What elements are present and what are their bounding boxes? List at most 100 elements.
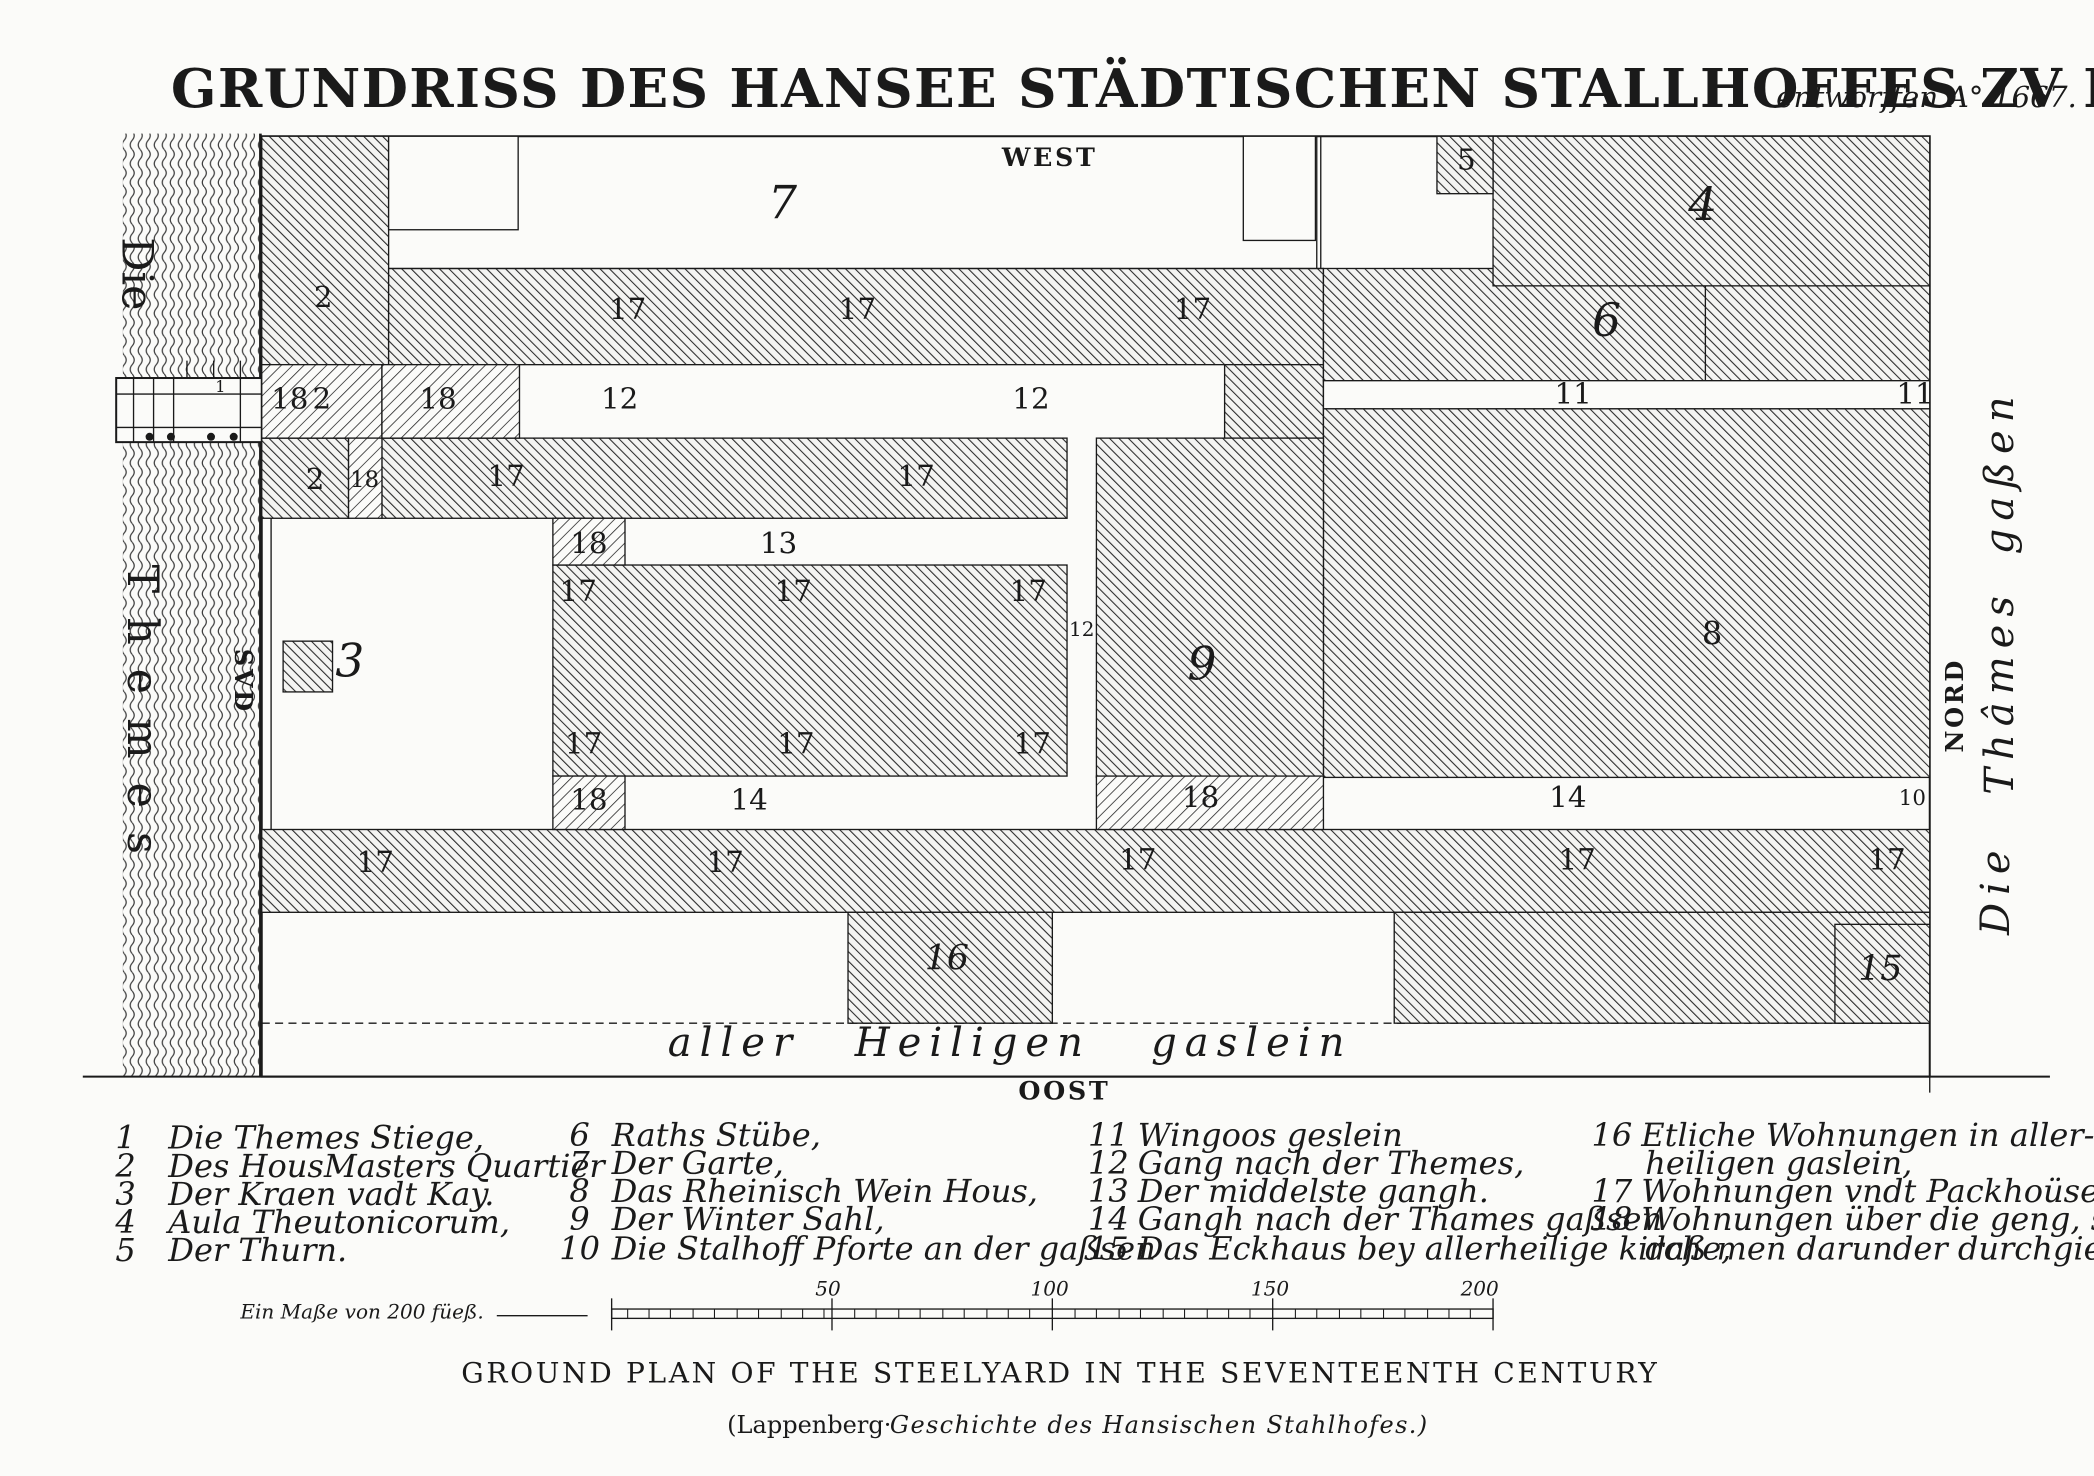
- title-sub: entworffen A° 1667.: [1776, 80, 2077, 114]
- scale-tick-200: 200: [1460, 1277, 1499, 1301]
- scale-tick-50: 50: [815, 1277, 841, 1301]
- legend-text: Der Winter Sahl,: [611, 1200, 885, 1238]
- legend-num: 17: [1592, 1172, 1633, 1210]
- scale-tick-100: 100: [1031, 1277, 1069, 1301]
- scale-bar: Ein Maße von 200 füeß. 50 100 150 200: [239, 1277, 1499, 1331]
- label-12: 12: [1069, 617, 1094, 641]
- label-18: 18: [350, 467, 379, 493]
- east-street-die: Die: [1973, 842, 2019, 936]
- source-prefix: (Lappenberg·: [727, 1411, 891, 1439]
- legend-num: 2: [114, 1147, 135, 1185]
- label-17: 17: [1174, 292, 1211, 326]
- legend-num: 6: [569, 1116, 589, 1154]
- buildings: [261, 135, 1931, 1024]
- east-street-gassen: gaßen: [1977, 388, 2023, 554]
- legend: 1 Die Themes Stiege, 2 Des HousMasters Q…: [114, 1116, 2094, 1269]
- legend-col-3: 11 Wingoos geslein 12 Gang nach der Them…: [1088, 1116, 1731, 1268]
- plan-numbers: 2 2 2 3 4 5 6 7 8 9 10 11 11 12 12 12 13…: [271, 143, 1934, 989]
- legend-col-2: 6 Raths Stübe, 7 Der Garte, 8 Das Rheini…: [559, 1116, 1156, 1268]
- legend-text: Der Kraen vadt Kay.: [167, 1175, 494, 1213]
- label-1: 1: [215, 377, 225, 396]
- dir-south: SVD: [229, 649, 258, 714]
- label-17: 17: [777, 726, 814, 760]
- label-16: 16: [925, 938, 969, 978]
- label-11: 11: [1554, 376, 1591, 410]
- legend-text: Wohnungen vndt Packhoüser,: [1641, 1172, 2094, 1210]
- label-18: 18: [1182, 780, 1219, 814]
- legend-text: Wohnungen über die geng, so: [1641, 1200, 2094, 1238]
- label-18: 18: [570, 526, 607, 560]
- block-5: [1436, 135, 1494, 195]
- block-18-e: [552, 775, 626, 831]
- block-2-top: [261, 135, 390, 366]
- garden-bed-right: [1242, 135, 1317, 242]
- east-street-thames: Thâmes: [1977, 588, 2023, 795]
- legend-num: 16: [1592, 1116, 1633, 1154]
- label-17: 17: [1558, 843, 1595, 877]
- legend-num: 10: [559, 1230, 600, 1268]
- label-14: 14: [730, 782, 767, 816]
- legend-text: Das Rheinisch Wein Hous,: [611, 1172, 1038, 1210]
- south-lane-heiligen: Heiligen: [854, 1020, 1091, 1066]
- label-3: 3: [335, 635, 364, 688]
- legend-text: Der middelste gangh.: [1137, 1172, 1489, 1210]
- block-18-d: [552, 517, 626, 566]
- legend-text: heiligen gaslein,: [1645, 1144, 1912, 1182]
- block-16: [847, 911, 1054, 1024]
- block-18-f: [1095, 775, 1325, 831]
- legend-num: 3: [115, 1175, 135, 1213]
- label-9: 9: [1187, 637, 1216, 690]
- label-17: 17: [1868, 843, 1905, 877]
- legend-text: Das Eckhaus bey allerheilige kirche,: [1137, 1230, 1732, 1268]
- label-12: 12: [601, 382, 638, 416]
- legend-text: Die Themes Stiege,: [167, 1119, 484, 1157]
- block-2-mid: [261, 437, 350, 519]
- label-17: 17: [1010, 574, 1047, 608]
- river-label-themes: Themes: [117, 565, 167, 878]
- legend-text: Des HousMasters Quartier: [167, 1147, 606, 1185]
- legend-text: Der Thurn.: [167, 1231, 347, 1269]
- legend-col-4: 16 Etliche Wohnungen in aller- heiligen …: [1592, 1116, 2094, 1268]
- label-11: 11: [1896, 376, 1933, 410]
- label-17: 17: [487, 459, 524, 493]
- legend-text: Aula Theutonicorum,: [165, 1203, 510, 1241]
- legend-text: Gang nach der Themes,: [1138, 1144, 1524, 1182]
- block-17-center: [552, 564, 1068, 777]
- legend-text: Etliche Wohnungen in aller-: [1640, 1116, 2094, 1154]
- garden-bed-left: [387, 135, 519, 231]
- legend-text: Wingoos geslein: [1138, 1116, 1403, 1154]
- block-3-crane: [282, 640, 334, 693]
- legend-num: 5: [115, 1231, 135, 1269]
- block-18-b: [381, 363, 521, 439]
- label-10: 10: [1899, 786, 1926, 811]
- south-lane-gaslein: gaslein: [1151, 1020, 1352, 1066]
- river-label-die: Die: [112, 237, 162, 310]
- dir-east: OOST: [1018, 1076, 1110, 1106]
- label-17: 17: [1014, 726, 1051, 760]
- label-8: 8: [1702, 614, 1722, 652]
- label-17: 17: [565, 726, 602, 760]
- label-17: 17: [560, 574, 597, 608]
- label-17: 17: [1119, 843, 1156, 877]
- legend-num: 7: [569, 1144, 590, 1182]
- block-15: [1834, 923, 1931, 1024]
- label-6: 6: [1592, 294, 1621, 347]
- label-4: 4: [1687, 178, 1717, 231]
- label-17: 17: [897, 459, 934, 493]
- block-17-mid: [381, 437, 1068, 519]
- legend-text: Raths Stübe,: [611, 1116, 821, 1154]
- legend-num: 13: [1088, 1172, 1129, 1210]
- label-17: 17: [839, 292, 876, 326]
- block-18-a: [261, 363, 383, 439]
- block-6: [1322, 267, 1931, 382]
- legend-num: 15: [1088, 1230, 1129, 1268]
- block-connector: [1223, 363, 1325, 439]
- legend-col-1: 1 Die Themes Stiege, 2 Des HousMasters Q…: [114, 1119, 606, 1269]
- overpasses: [261, 363, 1325, 831]
- legend-num: 18: [1592, 1200, 1633, 1238]
- legend-text: Gangh nach der Thames gaßsen: [1138, 1200, 1662, 1238]
- block-17-long: [261, 828, 1931, 913]
- label-18: 18: [570, 782, 607, 816]
